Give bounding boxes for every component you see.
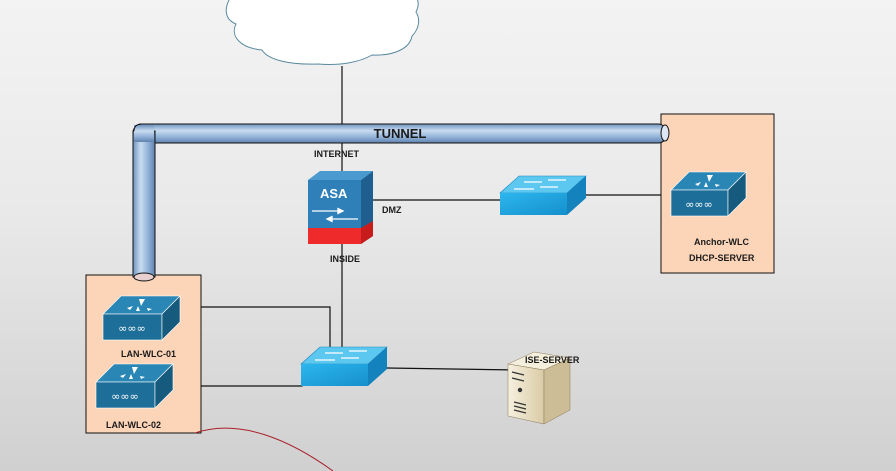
ise-server[interactable]	[507, 351, 571, 425]
ise-server-label: ISE-SERVER	[525, 355, 580, 365]
wireless-antenna-icon	[695, 175, 720, 187]
asa-label: ASA	[320, 186, 348, 201]
asa-interface-inside: INSIDE	[330, 254, 360, 264]
anchor-wlc-label: Anchor-WLC	[694, 237, 749, 247]
lan-wlc-02-label: LAN-WLC-02	[106, 420, 161, 430]
asa-interface-internet: INTERNET	[314, 149, 360, 159]
inside-switch[interactable]	[300, 346, 388, 386]
lan-wlc-01[interactable]: ∞∞∞	[102, 295, 181, 341]
dmz-switch[interactable]	[499, 175, 587, 215]
annotation-curve	[194, 427, 334, 471]
switch-arrows-icon	[514, 179, 566, 190]
wlc-ports-icon: ∞∞∞	[685, 198, 713, 211]
link-switch-ise-server	[386, 367, 516, 371]
lan-wlc-01-label: LAN-WLC-01	[121, 349, 176, 359]
wlc-ports-icon: ∞∞∞	[118, 322, 146, 335]
lan-wlc-02[interactable]: ∞∞∞	[95, 363, 174, 409]
wireless-antenna-icon	[120, 367, 145, 379]
asa-firewall[interactable]: ASA	[308, 171, 373, 244]
wireless-antenna-icon	[127, 299, 152, 311]
anchor-wlc[interactable]: ∞∞∞	[670, 171, 747, 217]
vpn-tunnel: TUNNEL	[132, 123, 670, 282]
link-lan-wlc-01-switch	[180, 306, 331, 350]
dhcp-server-label: DHCP-SERVER	[689, 253, 755, 263]
switch-arrows-icon	[315, 350, 367, 361]
asa-interface-dmz: DMZ	[382, 205, 402, 215]
server-drive-icon	[511, 371, 527, 414]
internet-cloud	[225, 0, 420, 65]
tunnel-label: TUNNEL	[374, 126, 427, 141]
wlc-ports-icon: ∞∞∞	[111, 390, 139, 403]
asa-arrows-icon	[312, 207, 358, 223]
